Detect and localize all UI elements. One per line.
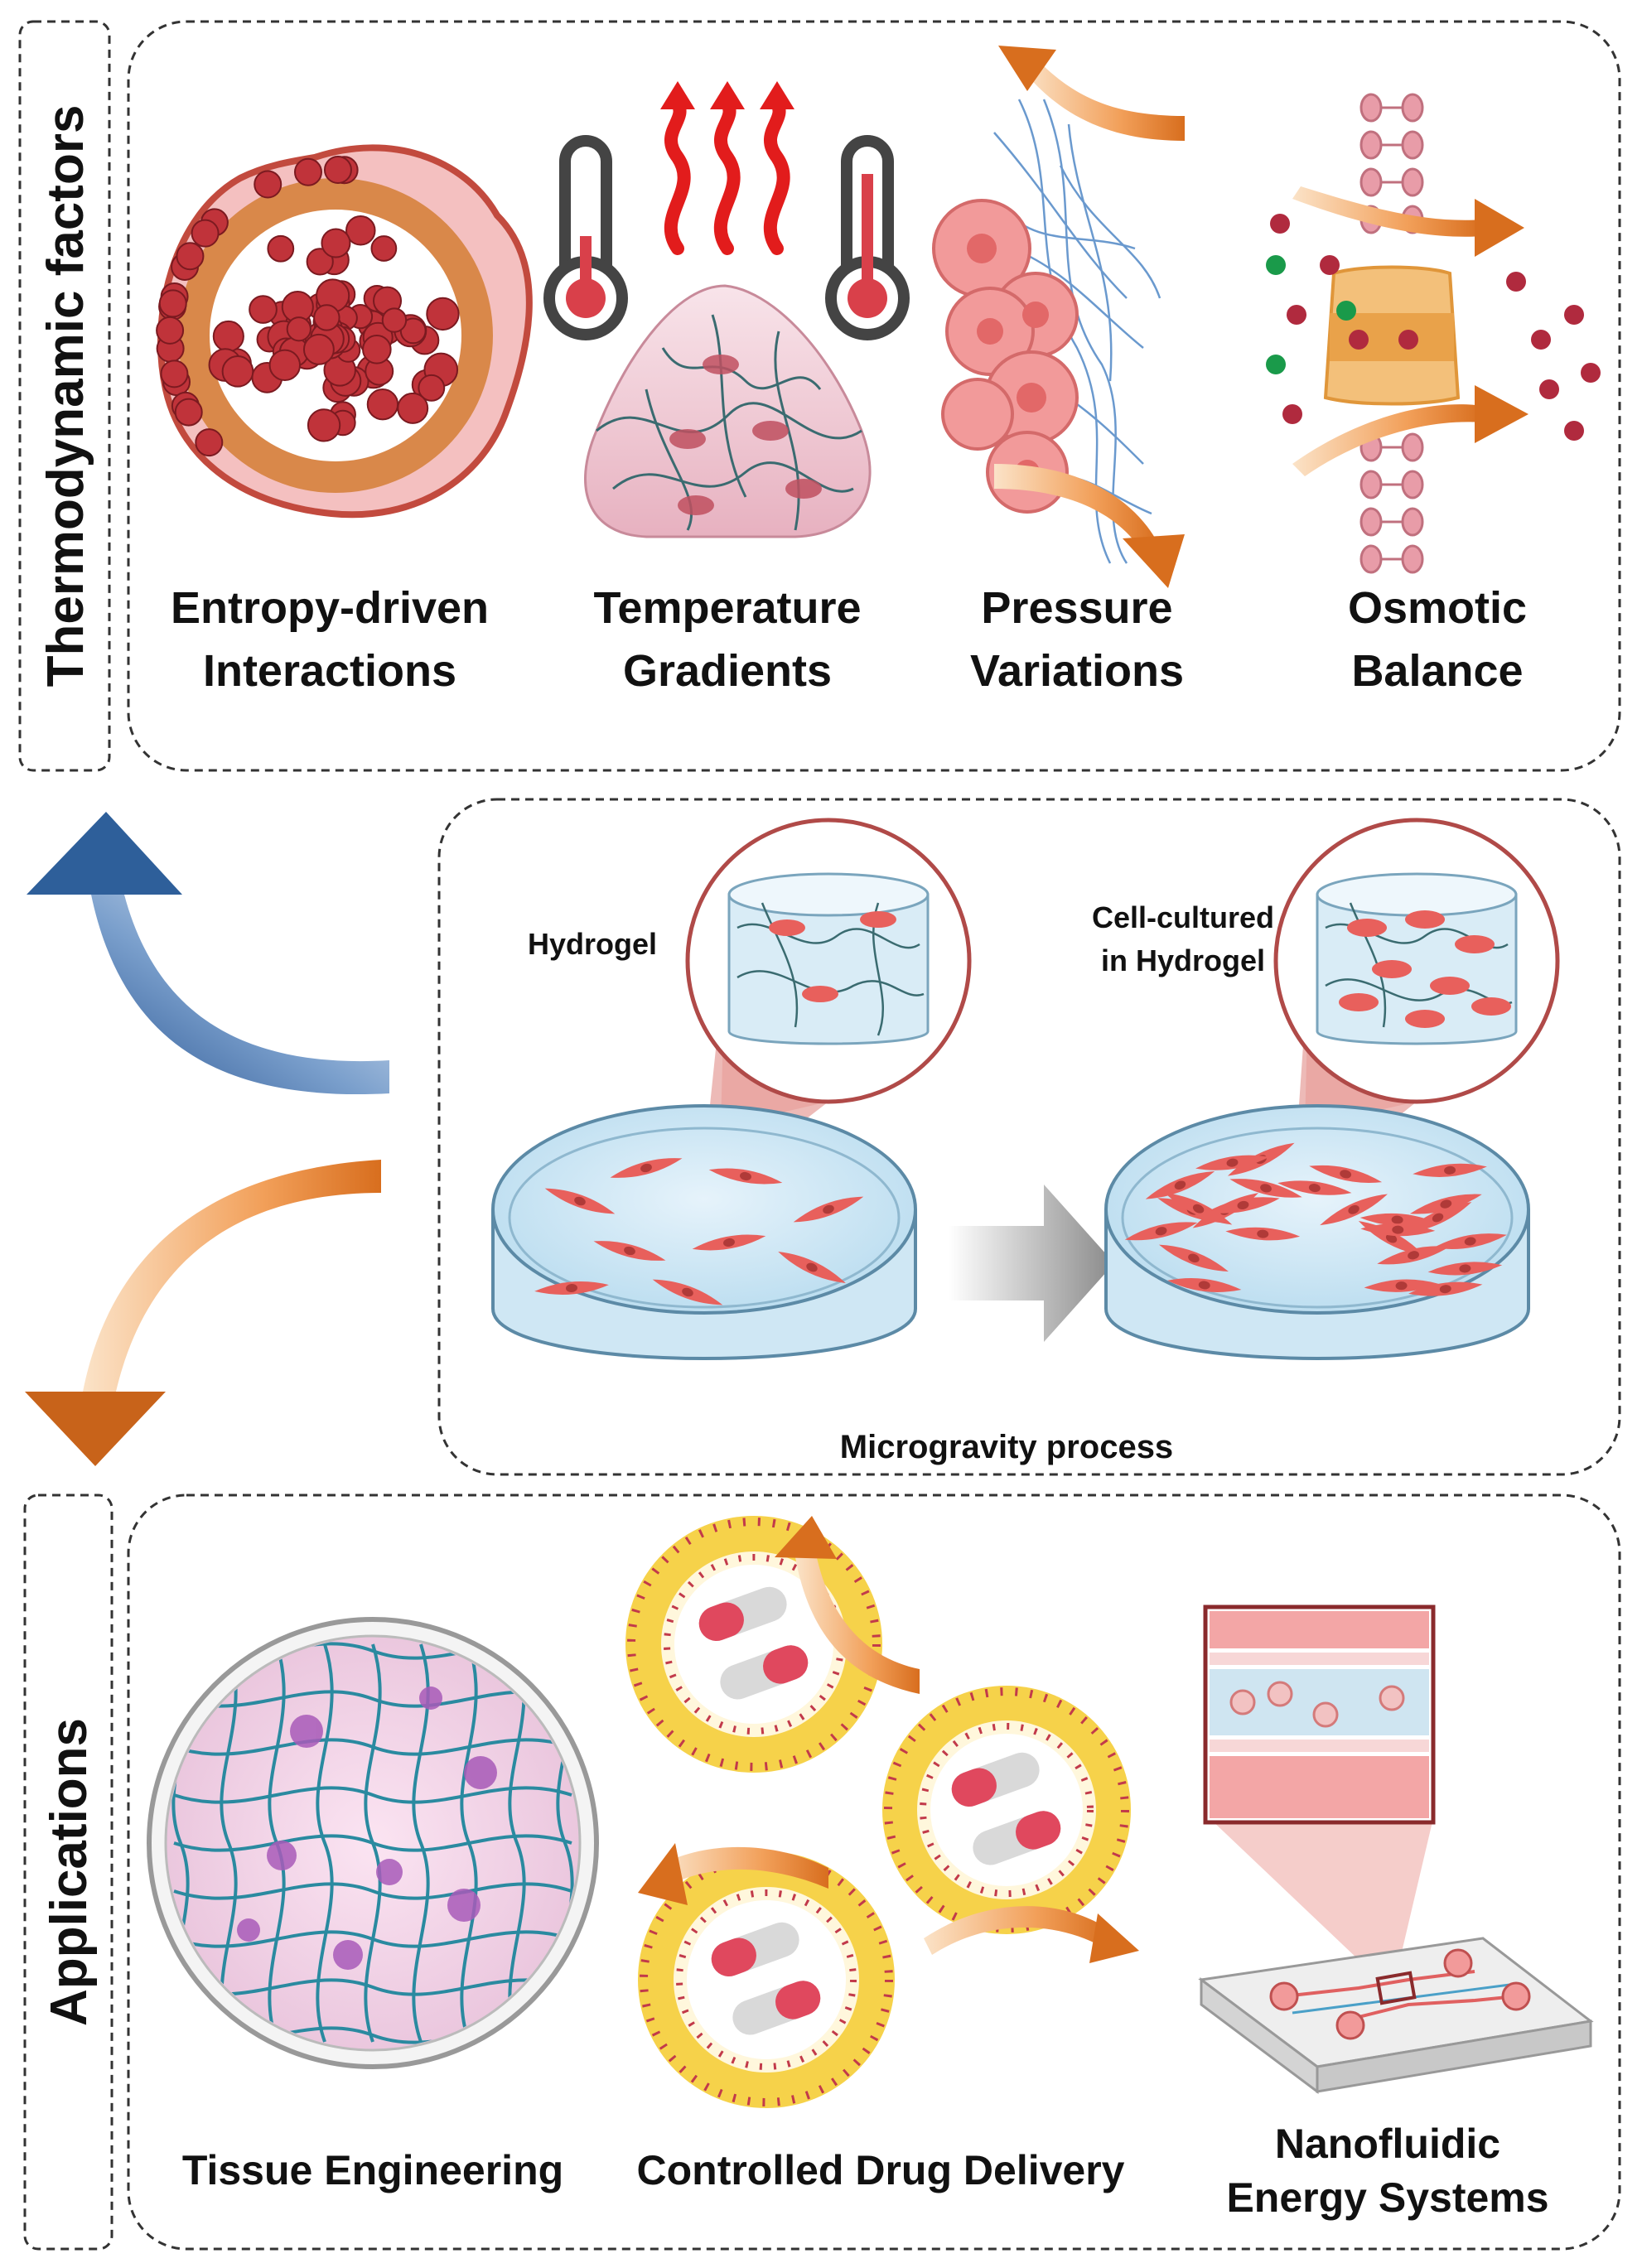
- osmotic-label-line1: Osmotic: [1348, 583, 1527, 633]
- tissue-dish: [147, 1617, 599, 2069]
- thermo-title: Thermodynamic factors: [37, 105, 94, 688]
- petri-dish-right: [1104, 1104, 1530, 1360]
- microfluidic-chip: [1198, 1937, 1594, 2094]
- entropy-illustration: [156, 144, 533, 519]
- drug-delivery-label: Controlled Drug Delivery: [637, 2147, 1125, 2193]
- osmotic-label-line2: Balance: [1351, 646, 1523, 696]
- drug-arrow-left-icon: [663, 1846, 828, 1889]
- nanofluidic-label-line1: Nanofluidic: [1275, 2121, 1500, 2167]
- cell-cultured-label-line1: Cell-cultured: [1092, 900, 1274, 934]
- process-panel: [437, 798, 1621, 1476]
- thermo-panel: [127, 20, 1621, 772]
- process-section: Hydrogel: [437, 798, 1621, 1476]
- heat-waves-icon: [664, 97, 790, 255]
- temperature-label-line2: Gradients: [623, 646, 832, 696]
- hydrogel-label: Hydrogel: [528, 927, 657, 961]
- temperature-label-line1: Temperature: [593, 583, 861, 633]
- nanofluidic-zoom: [1203, 1604, 1436, 1976]
- entropy-label-line1: Entropy-driven: [171, 583, 489, 633]
- pressure-arrow-bottom-icon: [994, 464, 1160, 553]
- thermo-section: Thermodynamic factors Entropy-driven Int…: [18, 20, 1621, 772]
- osmotic-arrow-bottom-icon: [1292, 404, 1483, 476]
- hydrogel-block: [727, 872, 930, 1045]
- process-arrow-icon: [949, 1185, 1114, 1342]
- process-caption: Microgravity process: [840, 1429, 1173, 1465]
- liposome-2: [882, 1686, 1131, 1934]
- blue-up-arrow-icon: [27, 812, 389, 1095]
- orange-down-arrow-icon: [25, 1160, 381, 1466]
- thermo-title-box: [18, 20, 111, 772]
- pressure-arrow-top-icon: [1023, 62, 1185, 141]
- drug-arrow-top-icon: [795, 1554, 920, 1694]
- entropy-label-line2: Interactions: [203, 646, 456, 696]
- pressure-illustration: [932, 46, 1185, 588]
- petri-dish-left: [491, 1104, 917, 1360]
- nanofluidic-label-line2: Energy Systems: [1226, 2174, 1548, 2221]
- osmotic-arrow-top-icon: [1292, 186, 1483, 237]
- drug-arrow-right-icon: [924, 1906, 1110, 1955]
- applications-title-box: [23, 1494, 113, 2251]
- pressure-label-line2: Variations: [970, 646, 1184, 696]
- osmotic-illustration: [1266, 93, 1601, 574]
- applications-section: Applications Tissue Engineering: [23, 1494, 1621, 2251]
- temperature-illustration: [543, 81, 910, 538]
- thermometer-left-icon: [543, 135, 628, 340]
- cell-cultured-label-line2: in Hydrogel: [1101, 943, 1265, 977]
- tissue-engineering-label: Tissue Engineering: [182, 2147, 563, 2193]
- cell-hydrogel-block: [1316, 872, 1518, 1045]
- applications-title: Applications: [41, 1718, 98, 2026]
- thermometer-right-icon: [825, 135, 910, 340]
- pressure-label-line1: Pressure: [981, 583, 1172, 633]
- liposome-3: [638, 1851, 895, 2108]
- hydrogel-cone: [584, 284, 872, 538]
